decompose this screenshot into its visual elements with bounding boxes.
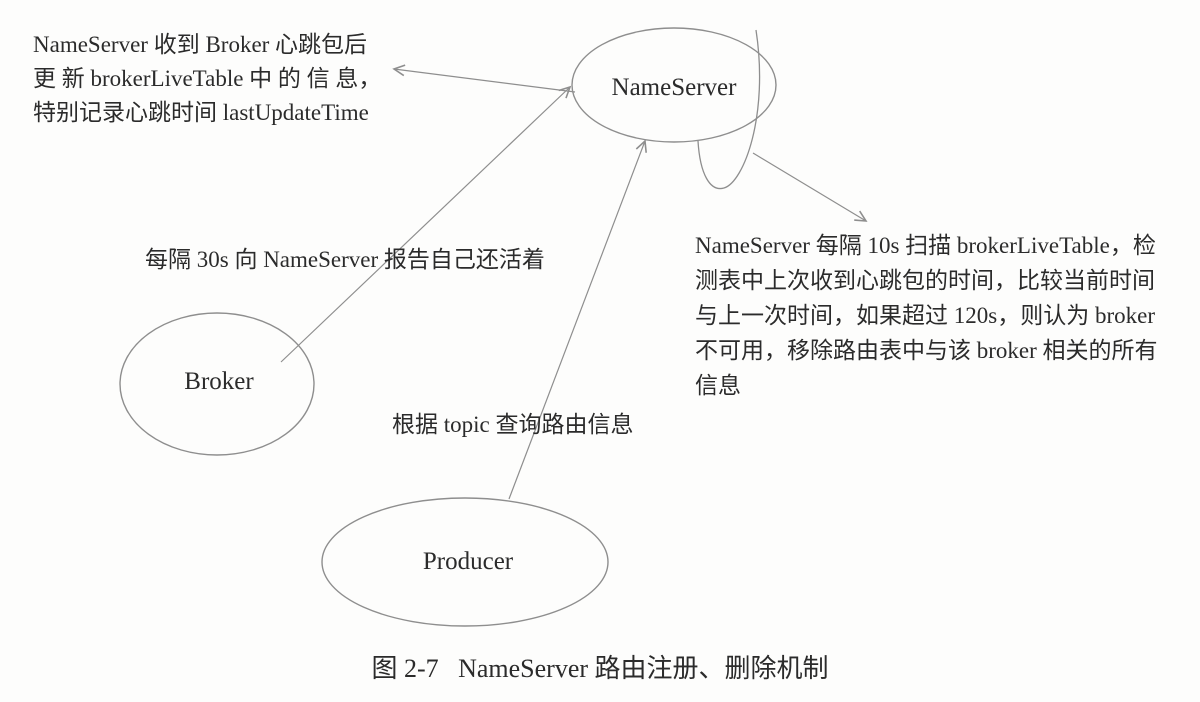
topic-query-note: 根据 topic 查询路由信息 xyxy=(392,412,634,437)
broker-label: Broker xyxy=(184,368,254,395)
nameserver-self-loop-arc xyxy=(697,29,761,190)
figure-caption: 图 2-7 NameServer 路由注册、删除机制 xyxy=(371,654,829,683)
producer-label: Producer xyxy=(422,548,514,575)
nameserver-ellipse xyxy=(571,27,777,143)
scan-rule-note: NameServer 每隔 10s 扫描 brokerLiveTable，检 测… xyxy=(695,233,1158,398)
broker-ellipse xyxy=(119,312,315,456)
arrow-nameserver-to-heartbeat-note xyxy=(392,64,576,93)
arrow-producer-to-nameserver xyxy=(508,139,647,500)
arrow-broker-to-nameserver xyxy=(280,85,572,363)
broker-report-note: 每隔 30s 向 NameServer 报告自己还活着 xyxy=(145,247,545,272)
heartbeat-update-note: NameServer 收到 Broker 心跳包后 更 新 brokerLive… xyxy=(33,32,382,125)
producer-ellipse xyxy=(321,497,609,627)
nameserver-label: NameServer xyxy=(611,74,737,101)
arrow-loop-to-scan-note xyxy=(752,152,868,222)
